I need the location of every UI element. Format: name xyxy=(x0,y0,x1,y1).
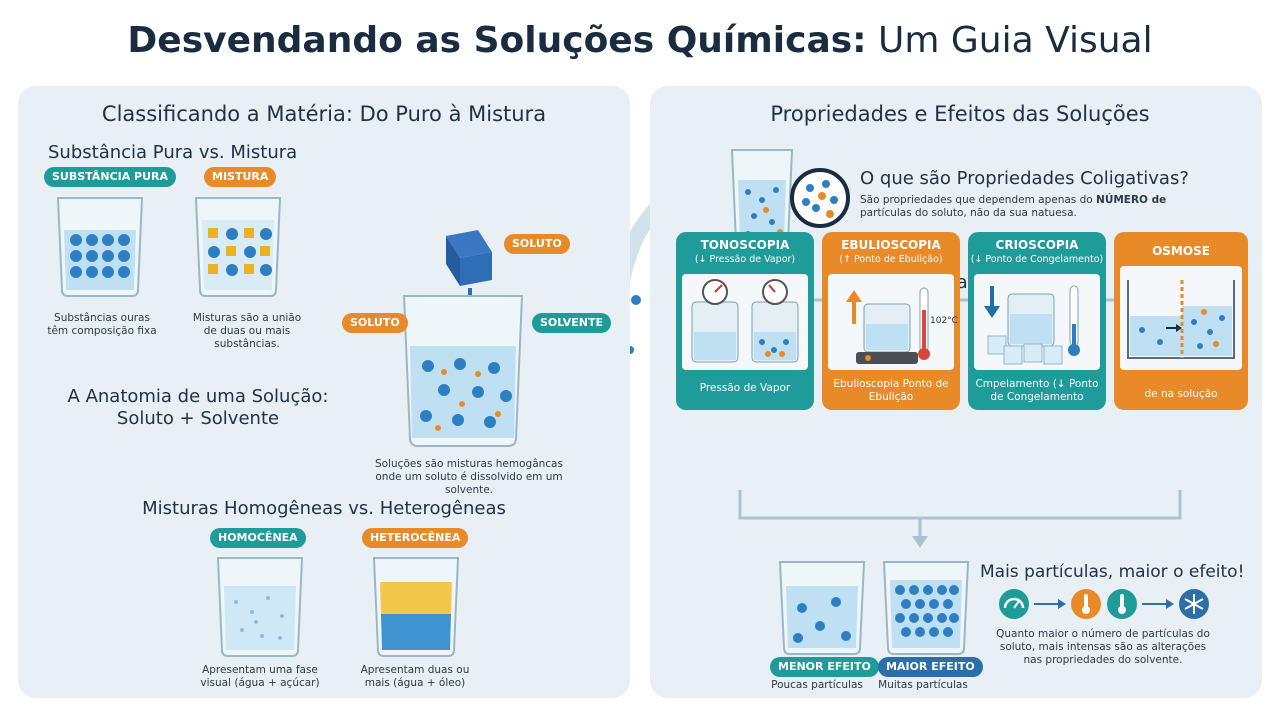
page-title: Desvendando as Soluções Químicas: Um Gui… xyxy=(0,20,1280,61)
anatomy-heading-line2: Soluto + Solvente xyxy=(116,408,280,429)
homo-hetero-heading: Misturas Homogêneas vs. Heterogêneas xyxy=(142,498,506,519)
title-bold: Desvendando as Soluções Químicas: xyxy=(127,20,867,61)
caption-hetero: Apresentam duas ou mais (água + óleo) xyxy=(360,664,470,689)
tag-soluto-left: SOLUTO xyxy=(342,313,408,333)
left-panel xyxy=(18,86,630,698)
card-crioscopia-foot: Cmpelamento (↓ Ponto de Congelamento xyxy=(975,378,1099,403)
what-heading: O que são Propriedades Coligativas? xyxy=(860,168,1189,189)
tag-less-effect: MENOR EFEITO xyxy=(770,657,879,677)
card-tonoscopia-foot: Pressão de Vapor xyxy=(699,382,791,394)
left-heading: Classificando a Matéria: Do Puro à Mistu… xyxy=(101,102,547,126)
more-text: Quanto maior o número de partículas do s… xyxy=(996,628,1210,666)
card-tonoscopia: TONOSCOPIA (↓ Pressão de Vapor) Pressão … xyxy=(676,232,814,410)
beaker-heterogeneous xyxy=(372,557,460,657)
tag-hetero: HETEROCÊNEA xyxy=(362,528,469,548)
card-ebulioscopia-title: EBULIOSCOPIA xyxy=(841,238,941,252)
right-heading: Propriedades e Efeitos das Soluções xyxy=(770,102,1150,126)
anatomy-beaker xyxy=(402,230,524,447)
card-osmose: OSMOSE de na solução xyxy=(1114,232,1248,410)
tag-more-effect: MAIOR EFEITO xyxy=(878,657,983,677)
card-crioscopia-title: CRIOSCOPIA xyxy=(995,238,1079,252)
what-text-before: São propriedades que dependem apenas do xyxy=(860,194,1093,206)
anatomy-heading: A Anatomia de uma Solução: Soluto + Solv… xyxy=(48,386,348,430)
tag-pure: SUBSTÂNCIA PURA xyxy=(44,167,177,187)
tag-mix: MISTURA xyxy=(204,167,277,187)
caption-homo: Apresentam uma fase visual (água + açúca… xyxy=(200,664,320,689)
card-tonoscopia-title: TONOSCOPIA xyxy=(700,238,790,252)
beaker-pure xyxy=(56,197,144,297)
title-light: Um Guia Visual xyxy=(878,20,1153,61)
caption-many: Muitas partículas xyxy=(878,679,968,691)
beaker-few-particles xyxy=(778,561,866,655)
tag-soluto-top: SOLUTO xyxy=(504,234,570,254)
card-ebulioscopia: EBULIOSCOPIA (↑ Ponto de Ebulição) 102°C… xyxy=(822,232,960,410)
what-text: São propriedades que dependem apenas do … xyxy=(860,194,1180,220)
card-ebulioscopia-foot: Ebulioscopia Ponto de Ebulição xyxy=(833,378,949,403)
caption-mix: Misturas são a união de duas ou mais sub… xyxy=(192,312,302,350)
card-ebulioscopia-sub: (↑ Ponto de Ebulição) xyxy=(839,254,943,265)
caption-few: Poucas partículas xyxy=(771,679,863,691)
pure-vs-mix-heading: Substância Pura vs. Mistura xyxy=(48,142,298,163)
caption-pure: Substâncias ouras têm composição fixa xyxy=(47,312,157,337)
what-text-strong: NÚMERO de xyxy=(1096,194,1167,206)
card-crioscopia: CRIOSCOPIA (↓ Ponto de Congelamento) Cmp… xyxy=(968,232,1106,410)
card-crioscopia-sub: (↓ Ponto de Congelamento) xyxy=(970,254,1104,265)
card-ebulioscopia-illustration: 102°C xyxy=(828,274,958,370)
boiling-temperature: 102°C xyxy=(930,316,958,326)
card-osmose-title: OSMOSE xyxy=(1152,244,1210,258)
card-osmose-illustration xyxy=(1120,266,1242,370)
beaker-colligative xyxy=(730,149,850,247)
anatomy-caption: Soluções são misturas hemogâncas onde um… xyxy=(375,458,563,496)
what-text-after: partículas do soluto, não da sua natuesa… xyxy=(860,207,1077,219)
beaker-mix xyxy=(194,197,282,297)
tag-homo: HOMOCÊNEA xyxy=(210,528,306,548)
beaker-many-particles xyxy=(882,561,970,655)
anatomy-heading-line1: A Anatomia de uma Solução: xyxy=(67,386,329,407)
card-tonoscopia-sub: (↓ Pressão de Vapor) xyxy=(694,254,796,265)
card-crioscopia-illustration xyxy=(974,274,1100,370)
beaker-homogeneous xyxy=(216,557,304,657)
more-heading: Mais partículas, maior o efeito! xyxy=(980,562,1245,582)
tag-solvente: SOLVENTE xyxy=(532,313,612,333)
more-effect-icons xyxy=(999,589,1209,619)
card-osmose-foot: de na solução xyxy=(1144,388,1218,400)
card-tonoscopia-illustration xyxy=(682,274,808,370)
